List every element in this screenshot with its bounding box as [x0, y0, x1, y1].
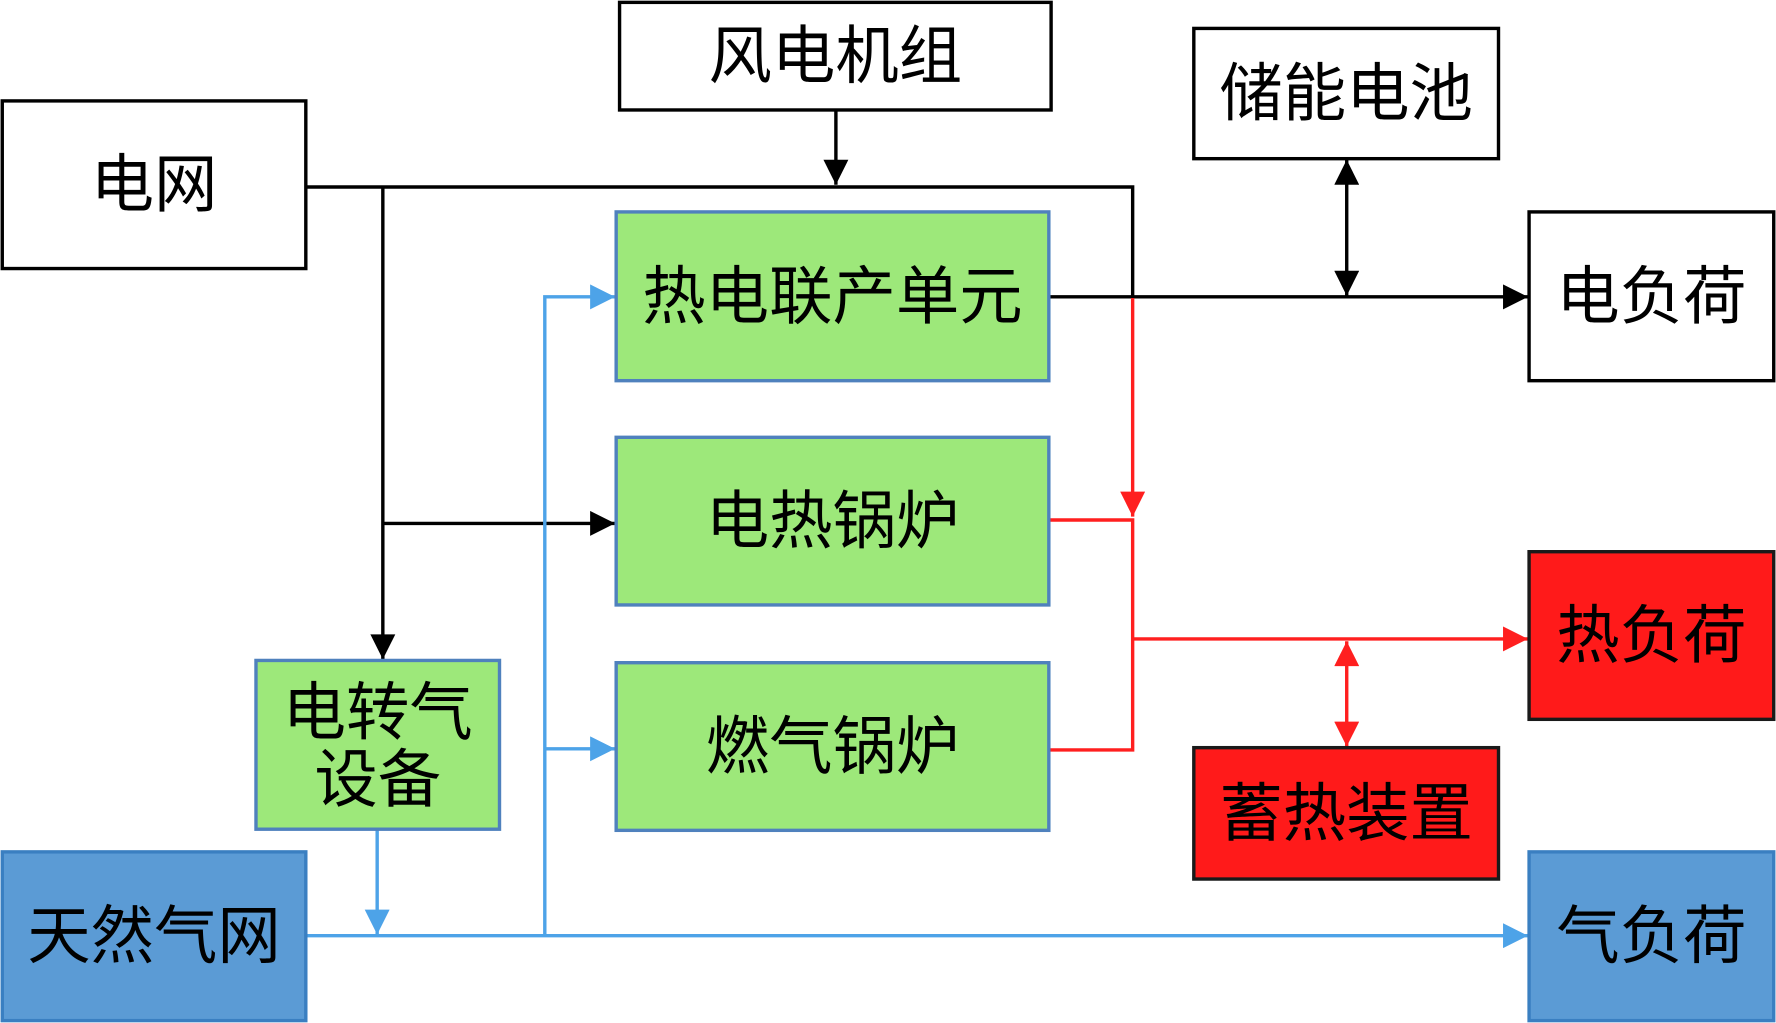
battery-label: 储能电池 — [1219, 57, 1473, 131]
gas-to-chp-arrow — [543, 284, 616, 936]
gas-load-label: 气负荷 — [1556, 899, 1746, 973]
electric-load-label: 电负荷 — [1556, 259, 1746, 333]
grid-bus-line — [305, 185, 1135, 298]
power-grid-box — [0, 99, 308, 271]
wind-turbine-box — [617, 0, 1053, 112]
heat-storage-box — [1192, 745, 1501, 881]
battery-box — [1192, 26, 1501, 161]
boiler-heat-collector-line — [1048, 518, 1135, 752]
gas-grid-label: 天然气网 — [27, 899, 281, 973]
wind-turbine-label: 风电机组 — [709, 19, 963, 93]
heat-load-node: 热负荷 — [1527, 550, 1776, 722]
electric-load-node: 电负荷 — [1527, 210, 1776, 383]
gas-load-node: 气负荷 — [1527, 850, 1776, 1023]
heat-storage-node: 蓄热装置 — [1192, 745, 1501, 881]
gas-boiler-node: 燃气锅炉 — [614, 661, 1051, 833]
power-grid-label: 电网 — [91, 148, 218, 222]
power-to-gas-label-line2: 设备 — [314, 742, 441, 816]
electric-load-box — [1527, 210, 1776, 383]
electric-boiler-label: 电热锅炉 — [706, 484, 960, 558]
gas-grid-node: 天然气网 — [0, 850, 308, 1023]
electric-boiler-box — [614, 435, 1051, 607]
power-grid-node: 电网 — [0, 99, 308, 271]
heat-load-label: 热负荷 — [1556, 599, 1746, 673]
gas-boiler-box — [614, 661, 1051, 833]
gas-load-box — [1527, 850, 1776, 1023]
gas-grid-box — [0, 850, 308, 1023]
gas-boiler-label: 燃气锅炉 — [706, 710, 960, 784]
heat-load-box — [1527, 550, 1776, 722]
wind-turbine-node: 风电机组 — [617, 0, 1053, 112]
power-to-gas-label-line1: 电转气 — [283, 676, 473, 750]
heat-storage-label: 蓄热装置 — [1219, 776, 1473, 850]
power-to-gas-node: 电转气 设备 — [254, 658, 502, 831]
chp-unit-box — [614, 210, 1051, 383]
chp-unit-node: 热电联产单元 — [614, 210, 1051, 383]
chp-unit-label: 热电联产单元 — [642, 259, 1022, 333]
battery-node: 储能电池 — [1192, 26, 1501, 161]
power-to-gas-box — [254, 658, 502, 831]
electric-boiler-node: 电热锅炉 — [614, 435, 1051, 607]
